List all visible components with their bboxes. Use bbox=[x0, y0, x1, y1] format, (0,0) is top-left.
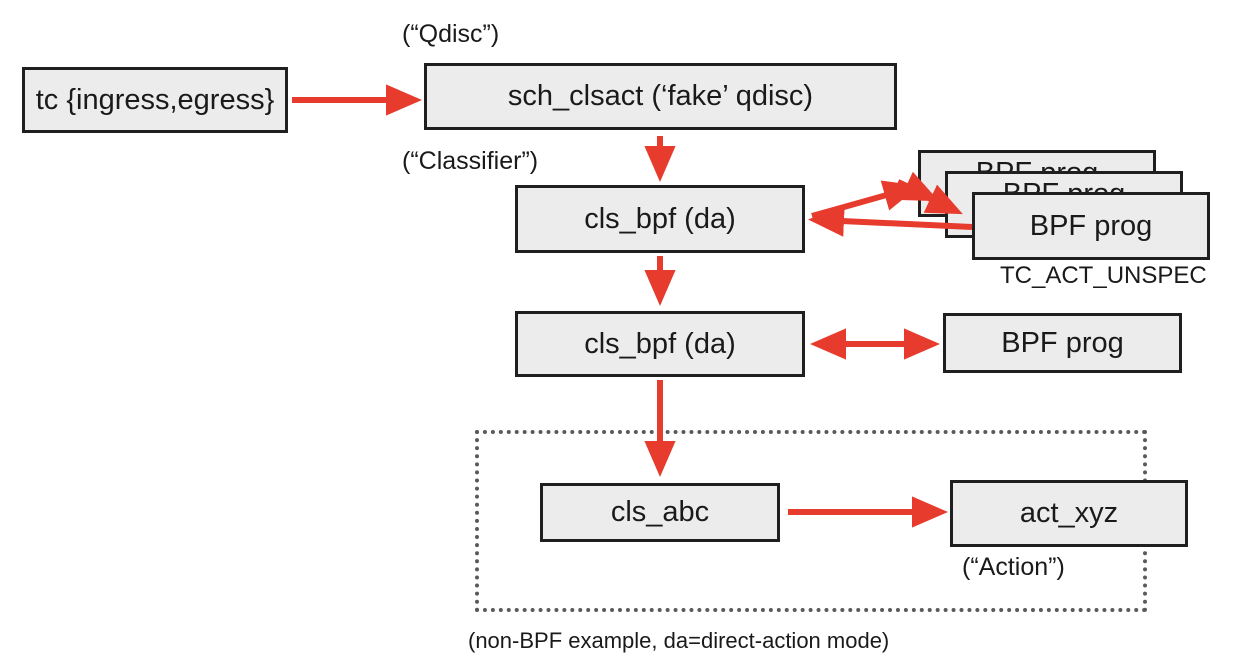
label-qdisc: (“Qdisc”) bbox=[402, 20, 500, 48]
arrow-cls-bpf-1-to-stack-back bbox=[811, 180, 920, 219]
node-label: cls_bpf (da) bbox=[584, 327, 736, 360]
node-label: tc {ingress,egress} bbox=[35, 83, 275, 116]
node-bpf-prog-2: BPF prog bbox=[943, 313, 1182, 373]
node-label: BPF prog bbox=[1029, 209, 1153, 242]
node-cls-abc: cls_abc bbox=[540, 483, 780, 542]
node-label: BPF prog bbox=[1001, 326, 1124, 359]
node-label: cls_abc bbox=[610, 496, 710, 528]
node-tc: tc {ingress,egress} bbox=[22, 67, 288, 133]
node-label: cls_bpf (da) bbox=[584, 202, 736, 235]
node-label: act_xyz bbox=[1019, 497, 1119, 529]
node-sch-clsact: sch_clsact (‘fake’ qdisc) bbox=[424, 63, 897, 130]
label-classifier: (“Classifier”) bbox=[402, 147, 539, 175]
label-tc-act-unspec: TC_ACT_UNSPEC bbox=[1000, 262, 1207, 289]
node-cls-bpf-1: cls_bpf (da) bbox=[515, 185, 805, 253]
node-cls-bpf-2: cls_bpf (da) bbox=[515, 311, 805, 377]
node-act-xyz: act_xyz bbox=[950, 480, 1188, 547]
node-bpf-prog-stack-front: BPF prog bbox=[972, 192, 1210, 260]
label-caption: (non-BPF example, da=direct-action mode) bbox=[468, 628, 890, 653]
label-action: (“Action”) bbox=[962, 553, 1065, 581]
node-label: sch_clsact (‘fake’ qdisc) bbox=[507, 80, 814, 112]
